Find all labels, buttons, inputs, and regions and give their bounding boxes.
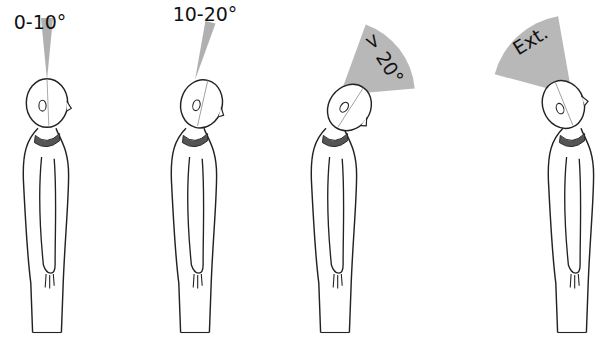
angle-label: 0-10° bbox=[12, 12, 69, 33]
human-figure bbox=[311, 76, 383, 333]
angle-label: 10-20° bbox=[171, 4, 240, 25]
human-figure bbox=[23, 79, 71, 333]
human-figure bbox=[171, 75, 231, 332]
human-figure bbox=[536, 73, 595, 332]
angle-wedge bbox=[195, 21, 216, 80]
